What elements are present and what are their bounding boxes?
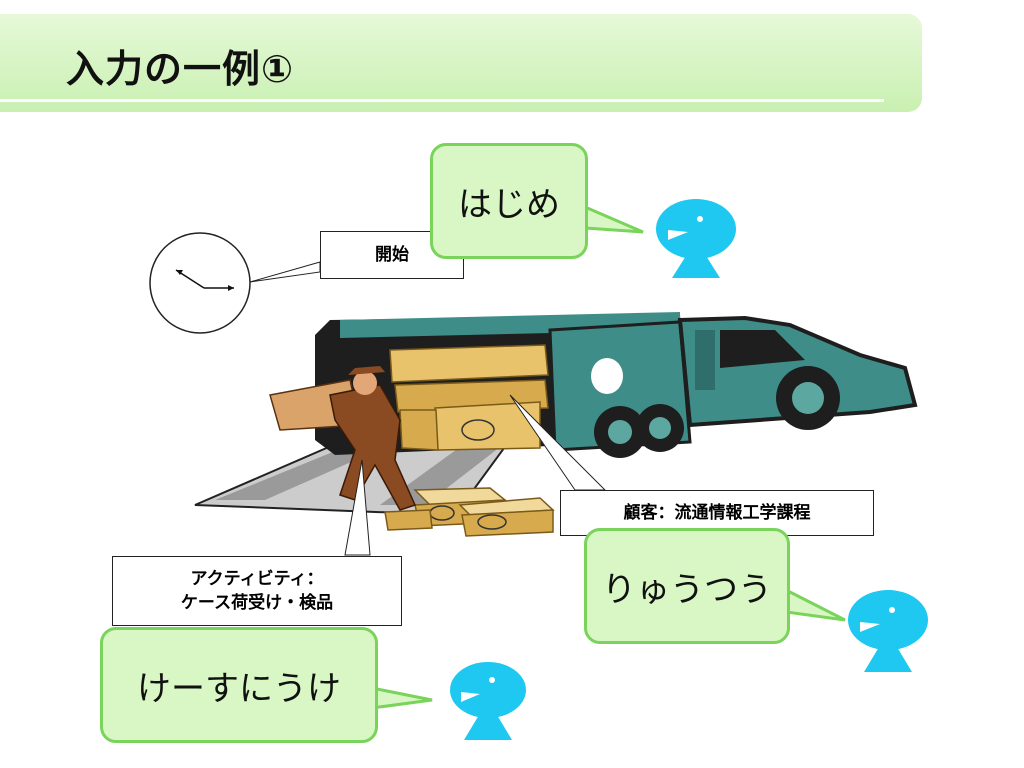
title-underline [0,99,884,102]
customer-label: 顧客：流通情報工学課程 [623,503,811,523]
activity-callout: アクティビティ： ケース荷受け・検品 [112,556,402,626]
speech-bubble-top: はじめ [430,143,588,259]
ground-boxes [384,487,555,537]
slide-title: 入力の一例① [66,47,295,91]
activity-label-line1: アクティビティ： [190,569,324,589]
title-bar [0,14,922,112]
speech-bubble-bottom: けーすにうけ [100,627,378,743]
speech-bubble-bottom-text: けーすにうけ [137,668,341,709]
speech-bubble-right-text: りゅうつう [602,569,772,610]
person-icon-right [848,590,928,672]
worker-icon [269,366,417,511]
clock-icon [149,232,251,334]
activity-label-line2: ケース荷受け・検品 [180,593,334,613]
person-icon-top [656,199,736,278]
speech-bubble-right: りゅうつう [584,528,790,644]
cargo-boxes [389,344,549,451]
start-label: 開始 [375,245,409,265]
speech-bubble-top-text: はじめ [458,184,560,225]
person-icon-bottom [450,662,526,740]
activity-callout-pointer [344,459,371,556]
start-callout-pointer [249,261,321,283]
